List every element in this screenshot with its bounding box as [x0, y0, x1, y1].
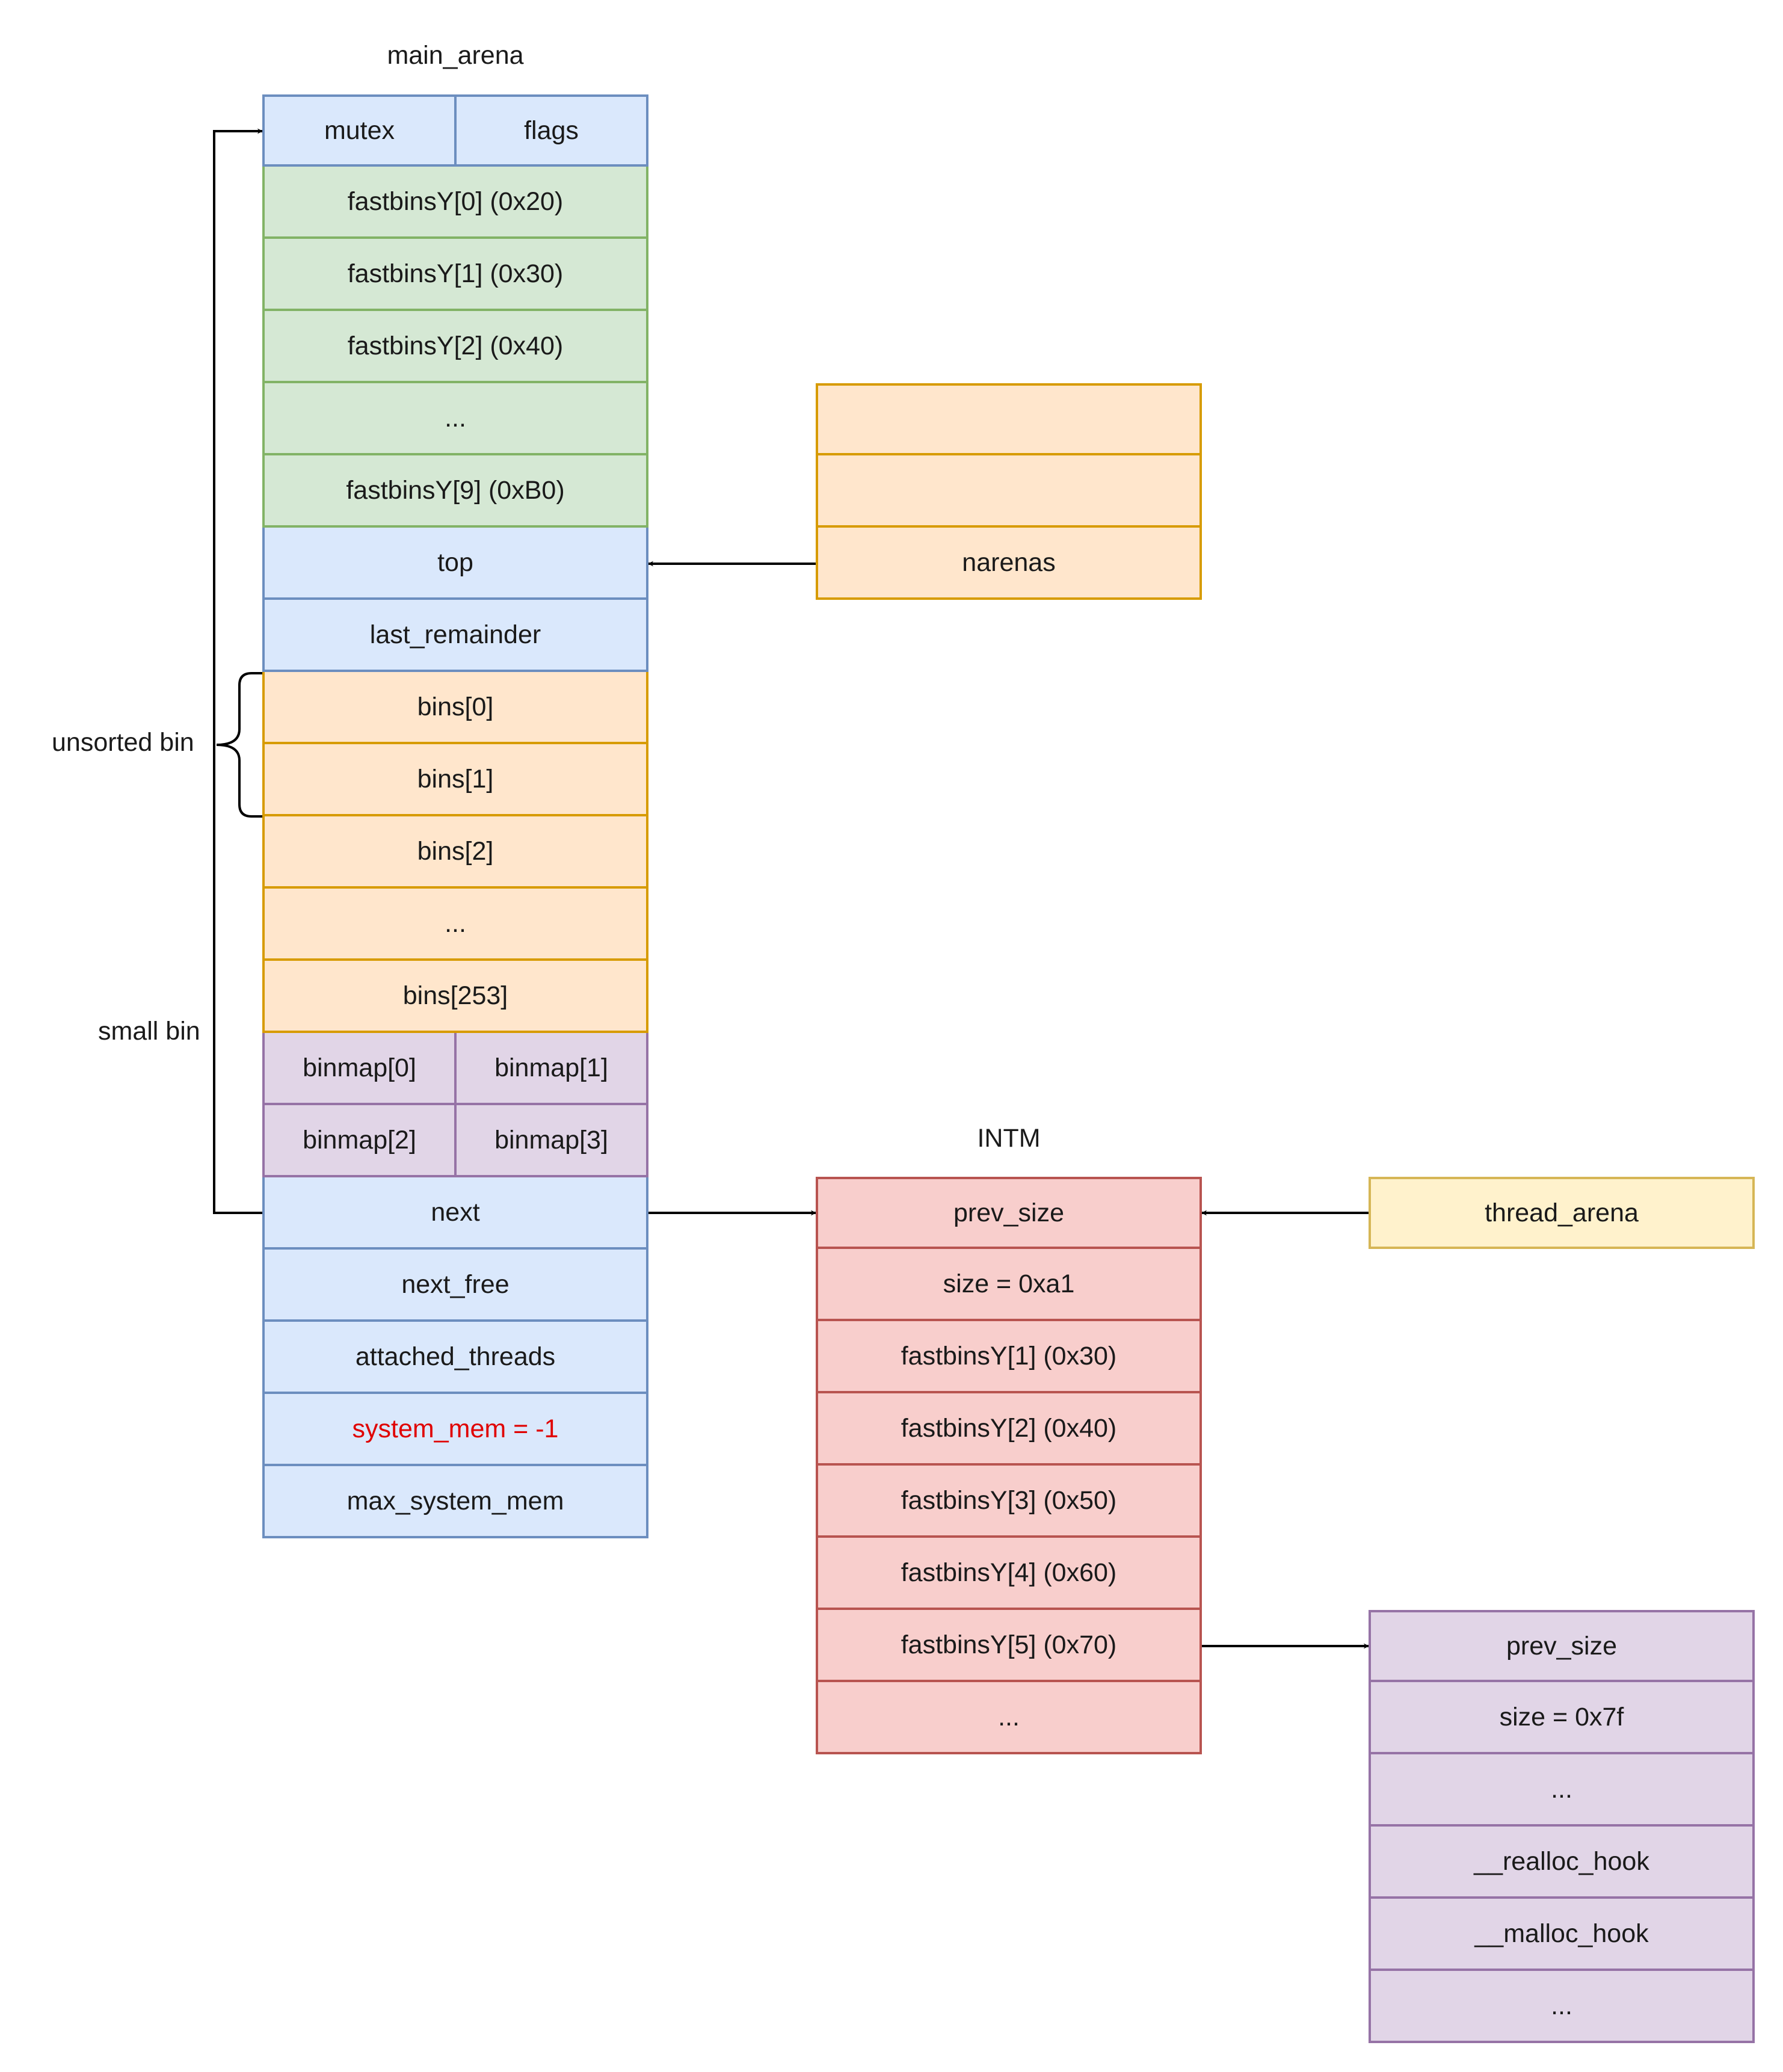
main-arena-field-system-mem-1: system_mem = -1 [262, 1394, 648, 1466]
thread-arena-block: thread_arena [1369, 1177, 1755, 1249]
intm-field-prev-size: prev_size [816, 1177, 1202, 1249]
main-arena-field-bins-253: bins[253] [262, 961, 648, 1033]
main-arena-field-blank: ... [262, 383, 648, 455]
intm-row: prev_size [816, 1177, 1202, 1249]
main-arena-row: bins[253] [262, 961, 648, 1033]
narenas-field-blank [816, 455, 1202, 528]
fake-chunk-field-blank: ... [1369, 1754, 1755, 1827]
main-arena-field-top: top [262, 528, 648, 600]
intm-row: fastbinsY[4] (0x60) [816, 1538, 1202, 1610]
main-arena-row: next_free [262, 1250, 648, 1322]
intm-row: fastbinsY[1] (0x30) [816, 1321, 1202, 1393]
main-arena-row: ... [262, 383, 648, 455]
main-arena-row: last_remainder [262, 600, 648, 672]
main-arena-field-bins-0: bins[0] [262, 672, 648, 744]
main-arena-row: max_system_mem [262, 1466, 648, 1538]
main-arena-row: attached_threads [262, 1322, 648, 1394]
main-arena-row: fastbinsY[9] (0xB0) [262, 455, 648, 528]
main-arena-field-bins-1: bins[1] [262, 744, 648, 816]
fake-chunk-row: size = 0x7f [1369, 1682, 1755, 1754]
main-arena-field-fastbinsy-2-0x40: fastbinsY[2] (0x40) [262, 311, 648, 383]
intm-field-fastbinsy-3-0x50: fastbinsY[3] (0x50) [816, 1466, 1202, 1538]
narenas-row: narenas [816, 528, 1202, 600]
main-arena-field-last-remainder: last_remainder [262, 600, 648, 672]
fake-chunk-row: __malloc_hook [1369, 1899, 1755, 1971]
main-arena-field-next-free: next_free [262, 1250, 648, 1322]
main-arena-row: system_mem = -1 [262, 1394, 648, 1466]
main-arena-field-fastbinsy-1-0x30: fastbinsY[1] (0x30) [262, 239, 648, 311]
main-arena-row: bins[0] [262, 672, 648, 744]
main-arena-row: bins[1] [262, 744, 648, 816]
main-arena-field-binmap-3: binmap[3] [457, 1105, 648, 1177]
fake-chunk-field-prev-size: prev_size [1369, 1610, 1755, 1682]
fake-chunk-field-malloc-hook: __malloc_hook [1369, 1899, 1755, 1971]
main-arena-field-fastbinsy-9-0xb0: fastbinsY[9] (0xB0) [262, 455, 648, 528]
intm-title: INTM [977, 1124, 1041, 1153]
main-arena-field-blank: ... [262, 889, 648, 961]
main-arena-row: ... [262, 889, 648, 961]
intm-field-blank: ... [816, 1682, 1202, 1754]
intm-row: size = 0xa1 [816, 1249, 1202, 1321]
narenas-row [816, 455, 1202, 528]
thread-arena-field-thread-arena: thread_arena [1369, 1177, 1755, 1249]
main-arena-field-fastbinsy-0-0x20: fastbinsY[0] (0x20) [262, 167, 648, 239]
main-arena-row: binmap[0]binmap[1] [262, 1033, 648, 1105]
unsorted-bin-label: unsorted bin [52, 728, 194, 757]
main-arena-row: fastbinsY[1] (0x30) [262, 239, 648, 311]
main-arena-row: fastbinsY[0] (0x20) [262, 167, 648, 239]
main-arena-field-bins-2: bins[2] [262, 816, 648, 889]
intm-field-fastbinsy-2-0x40: fastbinsY[2] (0x40) [816, 1393, 1202, 1466]
thread-arena-row: thread_arena [1369, 1177, 1755, 1249]
narenas-field-blank [816, 383, 1202, 455]
main-arena-field-attached-threads: attached_threads [262, 1322, 648, 1394]
fake-chunk-row: __realloc_hook [1369, 1827, 1755, 1899]
small-bin-label: small bin [98, 1017, 200, 1046]
narenas-field-narenas: narenas [816, 528, 1202, 600]
fake-chunk-field-blank: ... [1369, 1971, 1755, 2043]
main-arena-row: fastbinsY[2] (0x40) [262, 311, 648, 383]
intm-field-fastbinsy-1-0x30: fastbinsY[1] (0x30) [816, 1321, 1202, 1393]
fake-chunk-field-size-0x7f: size = 0x7f [1369, 1682, 1755, 1754]
narenas-row [816, 383, 1202, 455]
main-arena-row: binmap[2]binmap[3] [262, 1105, 648, 1177]
main-arena-field-max-system-mem: max_system_mem [262, 1466, 648, 1538]
next-to-mutex-arrow [213, 128, 263, 1214]
main-arena-field-binmap-1: binmap[1] [457, 1033, 648, 1105]
intm-row: fastbinsY[3] (0x50) [816, 1466, 1202, 1538]
main-arena-row: bins[2] [262, 816, 648, 889]
main-arena-field-binmap-0: binmap[0] [262, 1033, 457, 1105]
intm-row: fastbinsY[2] (0x40) [816, 1393, 1202, 1466]
fake-chunk-field-realloc-hook: __realloc_hook [1369, 1827, 1755, 1899]
main-arena-row: top [262, 528, 648, 600]
intm-field-fastbinsy-4-0x60: fastbinsY[4] (0x60) [816, 1538, 1202, 1610]
intm-row: ... [816, 1682, 1202, 1754]
main-arena-field-flags: flags [457, 94, 648, 167]
main-arena-title: main_arena [387, 41, 524, 70]
fake-chunk-row: prev_size [1369, 1610, 1755, 1682]
unsorted-bin-brace [216, 672, 262, 818]
intm-field-fastbinsy-5-0x70: fastbinsY[5] (0x70) [816, 1610, 1202, 1682]
main-arena-field-mutex: mutex [262, 94, 457, 167]
fake-chunk-row: ... [1369, 1754, 1755, 1827]
main-arena-field-binmap-2: binmap[2] [262, 1105, 457, 1177]
main-arena-field-next: next [262, 1177, 648, 1250]
fake-chunk-row: ... [1369, 1971, 1755, 2043]
intm-field-size-0xa1: size = 0xa1 [816, 1249, 1202, 1321]
main-arena-row: next [262, 1177, 648, 1250]
intm-row: fastbinsY[5] (0x70) [816, 1610, 1202, 1682]
narenas-block: narenas [816, 383, 1202, 600]
